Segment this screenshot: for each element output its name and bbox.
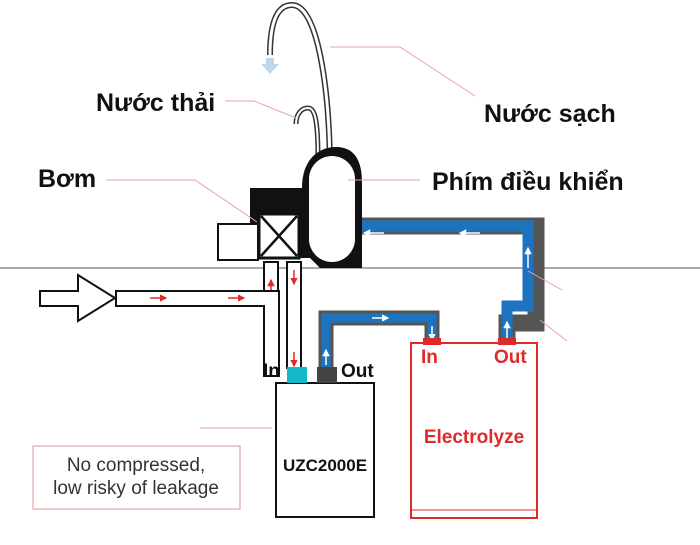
waste-water-label: Nước thải (96, 89, 215, 117)
inlet-arrow-icon (39, 273, 117, 323)
clean-water-label: Nước sạch (484, 100, 616, 128)
filter-in-port (287, 367, 307, 383)
leader-lines (106, 46, 568, 429)
electrolyze-unit (410, 338, 538, 519)
note-line-1: No compressed, (67, 455, 205, 476)
control-key-label: Phím điều khiển (432, 168, 624, 196)
transfer-pipe (318, 310, 440, 372)
filter-unit-name: UZC2000E (283, 456, 367, 475)
pump-label: Bơm (38, 165, 96, 193)
water-drop-arrow-icon (261, 58, 279, 74)
note-box (32, 445, 241, 510)
filter-out-label: Out (341, 361, 374, 382)
filter-unit (275, 367, 375, 518)
faucet-icon (261, 1, 333, 176)
outlet-pipe (355, 217, 545, 346)
filter-out-port (317, 367, 337, 383)
note-line-2: low risky of leakage (53, 478, 219, 499)
inlet-pipe (115, 290, 280, 377)
filter-in-label: In (263, 361, 280, 382)
electrolyze-unit-name: Electrolyze (424, 427, 524, 448)
electrolyze-out-label: Out (494, 347, 527, 368)
control-key-capsule (309, 156, 355, 262)
electrolyze-in-label: In (421, 347, 438, 368)
pump-cross-box-icon (257, 212, 301, 260)
